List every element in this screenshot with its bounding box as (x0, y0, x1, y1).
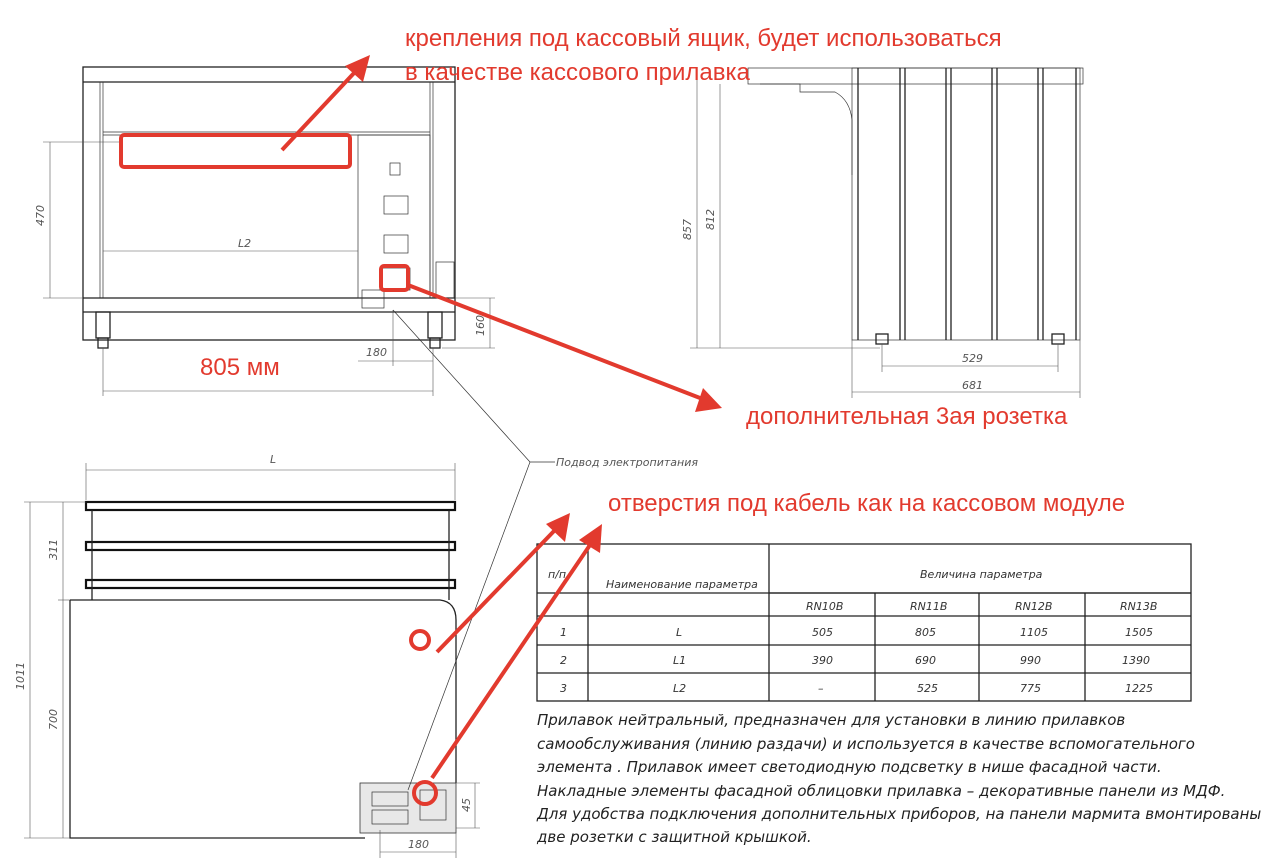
table-cell: – (818, 682, 824, 695)
red-annotations: крепления под кассовый ящик, будет испол… (119, 25, 1125, 806)
dim-45-label: 45 (460, 798, 473, 812)
table-cell: 775 (1020, 682, 1041, 695)
front-view: L2 470 180 160 (34, 66, 495, 396)
electrical-panel (357, 134, 431, 299)
dim-180-label: 180 (366, 346, 387, 359)
dim-529-label: 529 (962, 352, 983, 365)
socket-highlight-box (379, 264, 410, 292)
dim-L-label: L (270, 453, 276, 466)
description-line: Накладные элементы фасадной облицовки пр… (537, 782, 1225, 800)
annotation-width: 805 мм (200, 354, 280, 381)
power-supply-label: Подвод электропитания (556, 456, 698, 469)
table-cell: 525 (917, 682, 938, 695)
table-cell: 805 (915, 626, 936, 639)
annotation-mount-line1: крепления под кассовый ящик, будет испол… (405, 25, 1002, 52)
dim-L2-label: L2 (238, 237, 251, 250)
description-line: элемента . Прилавок имеет светодиодную п… (537, 758, 1162, 776)
table-header-num: п/п (548, 568, 566, 581)
dim-311-label: 311 (47, 539, 60, 560)
table-cell: 1105 (1020, 626, 1048, 639)
table-cell: 505 (812, 626, 833, 639)
table-header-name: Наименование параметра (606, 578, 758, 591)
table-cell: 690 (915, 654, 936, 667)
description-text: Прилавок нейтральный, предназначен для у… (536, 711, 1261, 846)
dim-470-label: 470 (34, 205, 47, 226)
table-cell: 1 (560, 626, 567, 639)
top-view: L 1011 311 700 45 180 (14, 453, 480, 858)
description-line: Для удобства подключения дополнительных … (536, 805, 1261, 823)
dim-812-label: 812 (704, 209, 717, 230)
table-cell: L (676, 626, 682, 639)
side-view: 857 812 529 681 (681, 67, 1084, 398)
annotation-cable: отверстия под кабель как на кассовом мод… (608, 490, 1125, 517)
description-line: две розетки с защитной крышкой. (536, 828, 812, 846)
dim-681-label: 681 (962, 379, 983, 392)
table-cell: 1505 (1125, 626, 1153, 639)
dim-180-bottom-label: 180 (408, 838, 429, 851)
table-header-value: Величина параметра (920, 568, 1043, 581)
dim-857-label: 857 (681, 219, 694, 240)
parameter-table: п/п Наименование параметра Величина пара… (536, 543, 1192, 702)
table-cell: 390 (812, 654, 833, 667)
table-cell: 1390 (1122, 654, 1150, 667)
cable-hole-circle (409, 629, 431, 651)
table-model: RN12B (1015, 600, 1052, 613)
table-cell: 1225 (1125, 682, 1153, 695)
mount-highlight-box (119, 133, 352, 169)
annotation-mount-line2: в качестве кассового прилавка (405, 59, 751, 86)
cable-hole-circle-2 (412, 780, 438, 806)
description-line: самообслуживания (линию раздачи) и испол… (537, 735, 1195, 753)
dim-160-label: 160 (474, 315, 487, 336)
service-box (359, 782, 457, 834)
annotation-socket: дополнительная 3ая розетка (746, 403, 1068, 430)
dim-700-label: 700 (47, 709, 60, 730)
table-cell: L2 (673, 682, 686, 695)
table-cell: L1 (673, 654, 686, 667)
dim-1011-label: 1011 (14, 662, 27, 690)
table-model: RN10B (806, 600, 843, 613)
table-model: RN11B (910, 600, 947, 613)
front-frame (82, 66, 456, 341)
table-cell: 990 (1020, 654, 1041, 667)
table-cell: 2 (560, 654, 567, 667)
table-model: RN13B (1120, 600, 1157, 613)
description-line: Прилавок нейтральный, предназначен для у… (537, 711, 1125, 729)
power-leader: Подвод электропитания (392, 309, 698, 791)
table-cell: 3 (560, 682, 567, 695)
